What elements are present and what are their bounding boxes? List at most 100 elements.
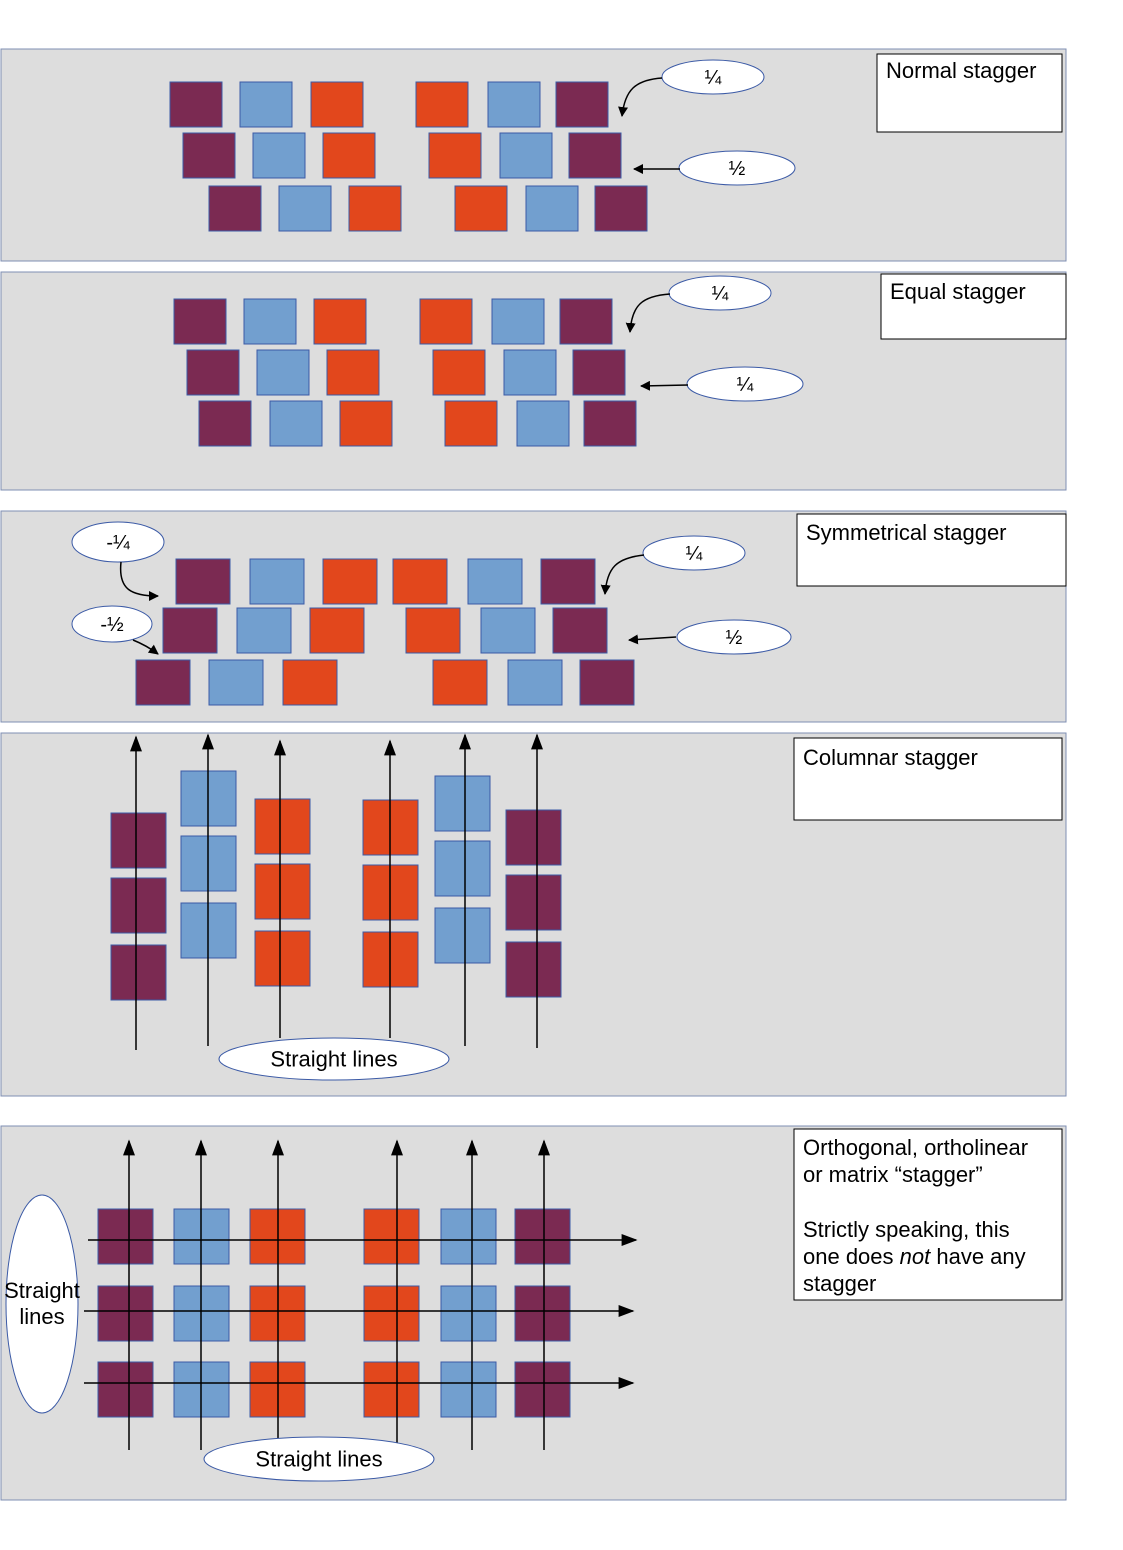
normal-row1-key-5 (487, 81, 541, 128)
symmetrical-quarter-arrow (600, 554, 645, 595)
symmetrical-offset-half (676, 619, 792, 655)
symmetrical-stagger-title: Symmetrical stagger (806, 520, 1007, 545)
normal-row1-key-2 (239, 81, 293, 128)
columnar-col5-key-2 (434, 840, 491, 897)
normal-offset-half-text: ½ (729, 158, 746, 180)
symmetrical-row2-key-1 (162, 607, 218, 654)
equal-offset-quarter-bottom-text: ¼ (737, 374, 754, 396)
normal-row3-key-5 (525, 185, 579, 232)
equal-row1-key-2 (243, 298, 297, 345)
equal-row3-key-6 (583, 400, 637, 447)
orthogonal-note-part: have any (930, 1244, 1025, 1269)
orthogonal-note-line-3: stagger (803, 1271, 876, 1296)
symmetrical-row3-key-4 (432, 659, 488, 706)
equal-row1-key-6 (559, 298, 613, 345)
normal-row3-key-2 (278, 185, 332, 232)
columnar-col5-key-3 (434, 907, 491, 964)
normal-offset-half (678, 150, 796, 186)
orthogonal-row1-key-1 (97, 1208, 154, 1265)
symmetrical-offset-quarter (642, 535, 746, 571)
normal-row2-key-1 (182, 132, 236, 179)
columnar-col1-key-2 (110, 877, 167, 934)
symmetrical-offset-neg-half-text: -½ (100, 614, 124, 636)
columnar-stagger-title: Columnar stagger (803, 745, 978, 770)
equal-row3-key-5 (516, 400, 570, 447)
symmetrical-row3-key-5 (507, 659, 563, 706)
orthogonal-note-part: Strictly speaking, this (803, 1217, 1010, 1242)
orthogonal-note-line-1: Strictly speaking, this (803, 1217, 1010, 1242)
equal-row2-key-1 (186, 349, 240, 396)
symmetrical-row2-key-2 (236, 607, 292, 654)
normal-row2-key-6 (568, 132, 622, 179)
symmetrical-row2-key-4 (405, 607, 461, 654)
orthogonal-row1-key-6 (514, 1208, 571, 1265)
orthogonal-row3-key-5 (440, 1361, 497, 1418)
symmetrical-neg-half-arrow (132, 639, 159, 655)
symmetrical-row1-key-2 (249, 558, 305, 605)
columnar-col6-key-1 (505, 809, 562, 866)
equal-stagger-title: Equal stagger (890, 279, 1026, 304)
equal-row1-key-4 (419, 298, 473, 345)
symmetrical-offset-quarter-text: ¼ (686, 543, 703, 565)
columnar-col1-key-3 (110, 944, 167, 1001)
orthogonal-cols-straight-lines-label (203, 1436, 435, 1482)
normal-quarter-arrow (618, 77, 663, 117)
equal-row2-key-4 (432, 349, 486, 396)
normal-row1-key-1 (169, 81, 223, 128)
symmetrical-stagger-title-box (796, 513, 1067, 587)
orthogonal-rows-straight-lines-label (5, 1194, 79, 1414)
symmetrical-row3-key-3 (282, 659, 338, 706)
orthogonal-rows-label-line-2: lines (19, 1304, 64, 1329)
orthogonal-row2-key-1 (97, 1285, 154, 1342)
columnar-col3-key-1 (254, 798, 311, 855)
orthogonal-cols-straight-lines-label-text: Straight lines (255, 1447, 382, 1472)
normal-stagger-title-box (876, 53, 1063, 133)
orthogonal-row2-key-4 (363, 1285, 420, 1342)
equal-row1-key-3 (313, 298, 367, 345)
equal-offset-quarter-bottom (686, 366, 804, 402)
equal-row2-key-2 (256, 349, 310, 396)
normal-row3-key-3 (348, 185, 402, 232)
equal-stagger-title-box (880, 273, 1067, 340)
symmetrical-row2-key-5 (480, 607, 536, 654)
symmetrical-row3-key-6 (579, 659, 635, 706)
columnar-straight-lines-label (218, 1037, 450, 1081)
normal-stagger-title: Normal stagger (886, 58, 1036, 83)
symmetrical-offset-neg-quarter-text: -¼ (106, 532, 130, 554)
orthogonal-row3-key-6 (514, 1361, 571, 1418)
normal-row2-key-4 (428, 132, 482, 179)
orthogonal-row3-key-1 (97, 1361, 154, 1418)
normal-row1-key-6 (555, 81, 609, 128)
symmetrical-half-arrow (628, 634, 677, 645)
equal-row3-key-4 (444, 400, 498, 447)
normal-row2-key-5 (499, 132, 553, 179)
equal-row3-key-3 (339, 400, 393, 447)
orthogonal-note-part: one does (803, 1244, 900, 1269)
normal-row3-key-4 (454, 185, 508, 232)
columnar-col6-key-3 (505, 941, 562, 998)
orthogonal-row2-key-6 (514, 1285, 571, 1342)
normal-offset-quarter (661, 59, 765, 95)
equal-quarter-arrow-top (625, 293, 671, 333)
normal-row2-key-2 (252, 132, 306, 179)
equal-row2-key-6 (572, 349, 626, 396)
orthogonal-note-line-2: one does not have any (803, 1244, 1026, 1269)
equal-row2-key-5 (503, 349, 557, 396)
symmetrical-row1-key-4 (392, 558, 448, 605)
columnar-col5-key-1 (434, 775, 491, 832)
normal-row1-key-4 (415, 81, 469, 128)
columnar-col3-key-2 (254, 863, 311, 920)
normal-row3-key-1 (208, 185, 262, 232)
symmetrical-row2-key-3 (309, 607, 365, 654)
symmetrical-row2-key-6 (552, 607, 608, 654)
orthogonal-title-line-1: Orthogonal, ortholinear (803, 1135, 1028, 1160)
columnar-col1-key-1 (110, 812, 167, 869)
orthogonal-title-box (793, 1128, 1063, 1301)
normal-row1-key-3 (310, 81, 364, 128)
orthogonal-note-part: stagger (803, 1271, 876, 1296)
symmetrical-row1-key-3 (322, 558, 378, 605)
normal-row3-key-6 (594, 185, 648, 232)
symmetrical-row3-key-2 (208, 659, 264, 706)
symmetrical-row3-key-1 (135, 659, 191, 706)
